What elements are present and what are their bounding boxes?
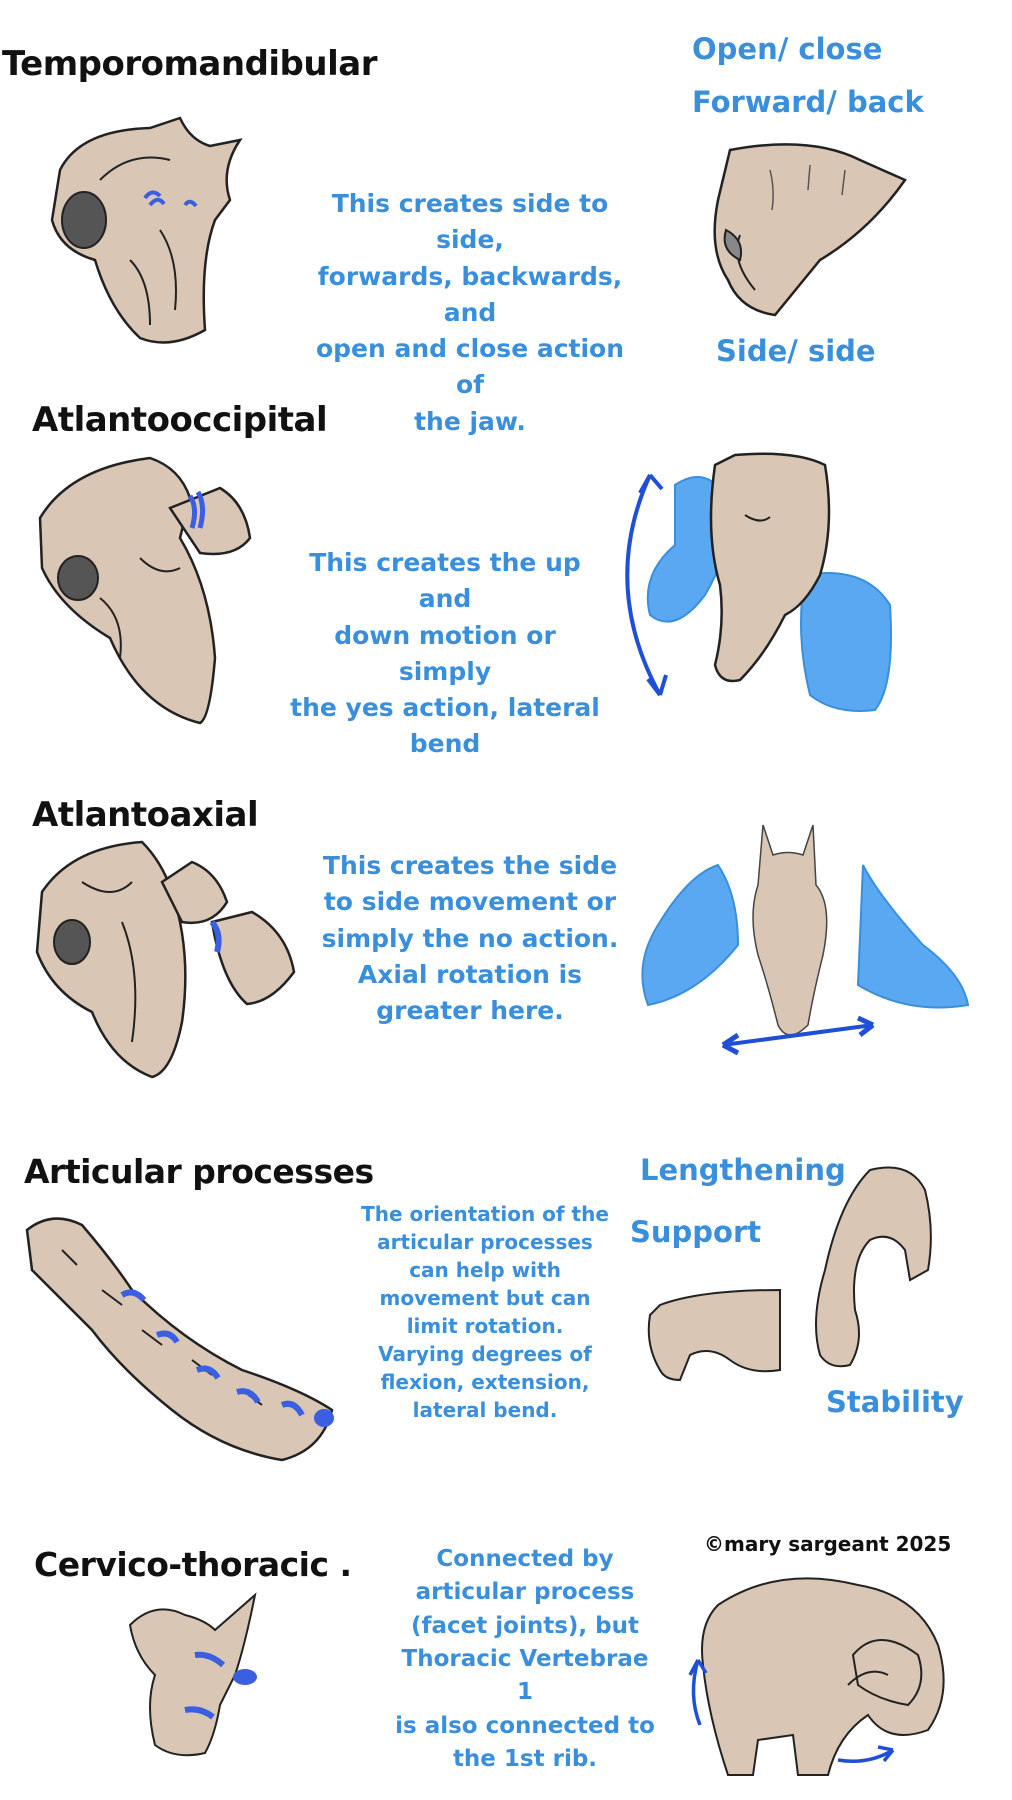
nod-arrow-icon	[625, 473, 668, 697]
motion-label-support: Support	[630, 1215, 762, 1249]
copyright-label: ©mary sargeant 2025	[704, 1532, 952, 1556]
heading-atlantooccipital: Atlantooccipital	[32, 400, 328, 440]
skull-temporomandibular-illustration	[50, 116, 243, 344]
description-articular-processes: The orientation of the articular process…	[361, 1202, 609, 1422]
skull-atlantooccipital-illustration	[38, 456, 252, 725]
heading-atlantoaxial: Atlantoaxial	[32, 795, 259, 835]
description-atlantooccipital: This creates the up and down motion or s…	[290, 548, 600, 759]
heading-temporomandibular: Temporomandibular	[2, 44, 377, 84]
motion-label-forward-back: Forward/ back	[692, 85, 924, 119]
description-atlantoaxial: This creates the side to side movement o…	[321, 851, 619, 1025]
horse-head-shake-illustration	[641, 824, 970, 1056]
horse-body-turn-illustration	[688, 1577, 945, 1776]
heading-cervico-thoracic: Cervico-thoracic .	[34, 1545, 352, 1584]
cervical-spine-illustration	[25, 1217, 334, 1462]
cervico-thoracic-vertebrae-illustration	[128, 1592, 257, 1757]
horse-neck-support-illustration	[647, 1288, 781, 1382]
motion-label-lengthening: Lengthening	[640, 1153, 846, 1187]
horse-head-nod-illustration	[646, 452, 892, 712]
description-temporomandibular: This creates side to side, forwards, bac…	[315, 189, 625, 436]
horse-jaw-illustration	[713, 143, 907, 317]
heading-articular-processes: Articular processes	[24, 1152, 374, 1191]
motion-label-stability: Stability	[826, 1385, 964, 1419]
description-cervico-thoracic: Connected by articular process (facet jo…	[395, 1546, 655, 1773]
horse-neck-lengthening-illustration	[815, 1166, 932, 1368]
motion-label-side-side: Side/ side	[716, 334, 876, 368]
motion-label-open-close: Open/ close	[692, 32, 883, 66]
skull-atlantoaxial-illustration	[35, 840, 296, 1079]
